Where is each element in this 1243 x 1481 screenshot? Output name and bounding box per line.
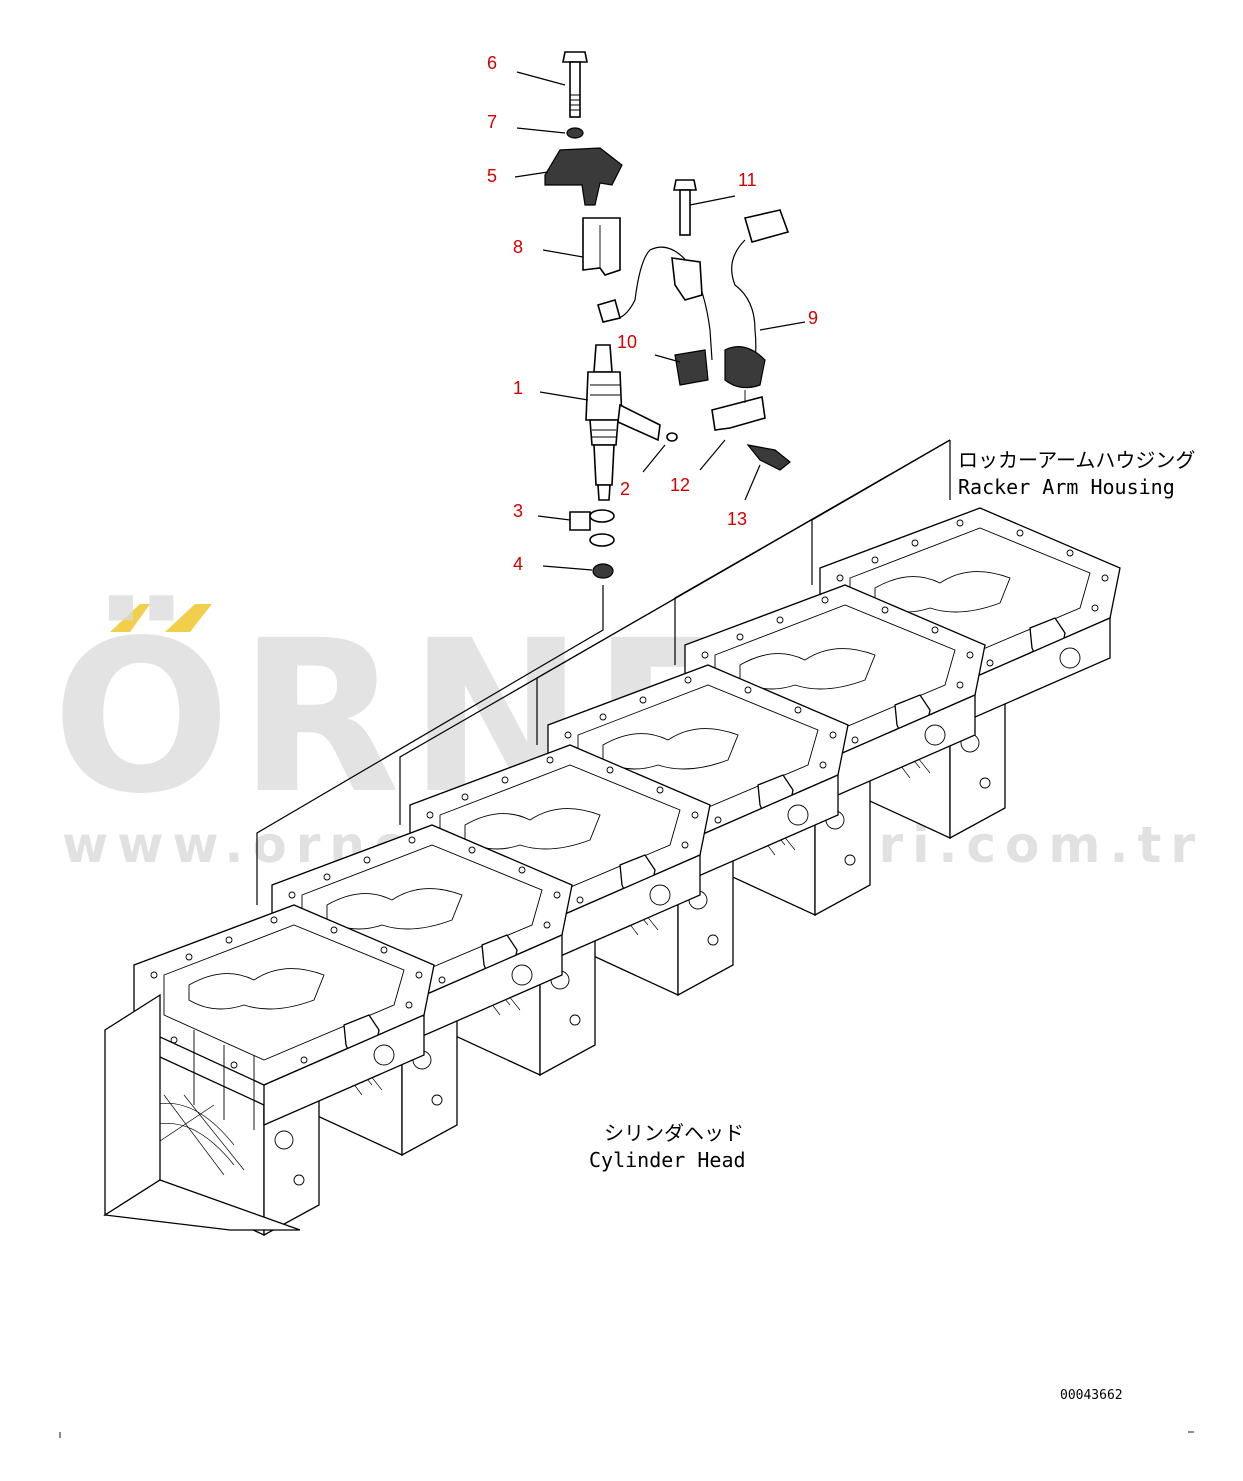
part-2-o-ring [666,432,678,442]
cylinder-head-base [103,1179,301,1231]
callout-3: 3 [513,501,523,521]
callout-7: 7 [487,112,497,132]
callout-8: 8 [513,237,523,257]
part-12-bracket [711,390,766,431]
corner-marks [59,1431,1194,1438]
part-13-bolt [746,444,791,471]
cylinder-head-label-en: Cylinder Head [589,1148,746,1172]
part-7-washer [566,127,584,139]
watermark-accent-right [165,604,212,632]
callout-numbers: 6 7 5 8 1 2 3 4 10 11 9 12 13 [487,53,818,574]
drawing-number: 00043662 [1060,1388,1123,1403]
part-6-bolt [562,51,588,118]
component-labels: ロッカーアームハウジング Racker Arm Housing シリンダヘッド … [589,448,1195,1403]
cylinder-head-assembly [103,507,1121,1236]
rocker-arm-housing-label-en: Racker Arm Housing [958,475,1175,499]
callout-5: 5 [487,166,497,186]
cylinder-head-label-jp: シリンダヘッド [604,1121,744,1145]
part-3-seals [569,509,615,547]
callout-4: 4 [513,554,523,574]
callout-9: 9 [808,308,818,328]
rocker-arm-housing-label-jp: ロッカーアームハウジング [958,448,1195,472]
assembly-leader-lines [256,439,951,905]
callout-1: 1 [513,378,523,398]
watermark-accent-left [110,604,150,632]
cylinder-head-end-block [104,993,161,1217]
callout-6: 6 [487,53,497,73]
part-8-sleeve [582,217,621,276]
part-11-bolt [673,179,697,236]
callout-10: 10 [617,332,637,352]
part-5-clamp [544,147,623,206]
callout-2: 2 [620,479,630,499]
part-1-injector [585,344,661,501]
callout-13: 13 [727,509,747,529]
callout-leaders [514,71,806,571]
part-9-harness [724,209,790,389]
part-4-washer [592,563,614,579]
callout-12: 12 [670,475,690,495]
part-10-harness [597,246,713,386]
cylinder-head-module-1 [133,904,435,1236]
callout-11: 11 [738,170,757,190]
